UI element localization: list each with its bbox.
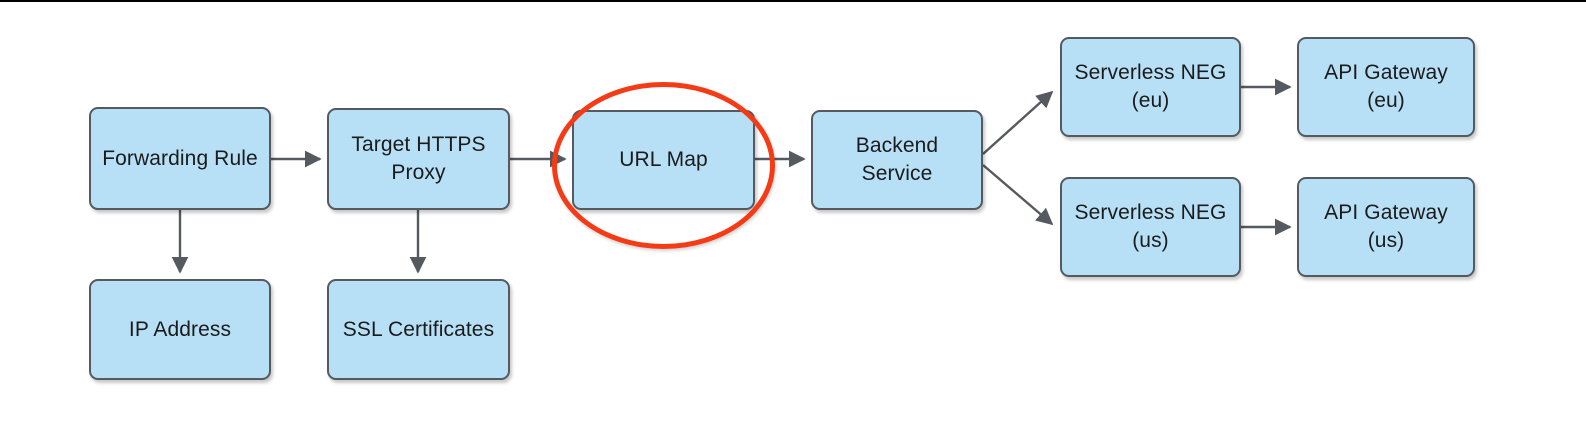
node-label-ssl-certificates: SSL Certificates [342,317,495,341]
node-label-api-gateway-us: API Gateway (us) [1324,201,1448,252]
node-serverless-neg-eu[interactable]: Serverless NEG (eu) [1060,37,1241,137]
node-ssl-certificates[interactable]: SSL Certificates [327,279,510,380]
node-label-url-map: URL Map [619,148,708,172]
bottom-border-bar [0,410,1586,423]
diagram-edges [171,78,1292,274]
node-label-ip-address: IP Address [128,317,232,341]
node-label-forwarding-rule: Forwarding Rule [102,146,258,170]
diagram-area: Forwarding Rule IP Address Target HTTPS … [0,2,1586,410]
node-serverless-neg-us[interactable]: Serverless NEG (us) [1060,177,1241,277]
node-url-map[interactable]: URL Map [572,110,755,210]
node-label-serverless-neg-eu: Serverless NEG (eu) [1074,61,1227,112]
edge-backend-service-to-serverless-neg-eu [982,90,1054,155]
node-forwarding-rule[interactable]: Forwarding Rule [89,107,271,210]
node-target-https-proxy[interactable]: Target HTTPS Proxy [327,108,510,210]
node-label-target-https-proxy: Target HTTPS Proxy [351,133,486,184]
node-label-backend-service: Backend Service [855,134,939,185]
node-api-gateway-eu[interactable]: API Gateway (eu) [1297,37,1475,137]
node-backend-service[interactable]: Backend Service [811,110,983,210]
node-ip-address[interactable]: IP Address [89,279,271,380]
node-label-serverless-neg-us: Serverless NEG (us) [1074,201,1227,252]
node-api-gateway-us[interactable]: API Gateway (us) [1297,177,1475,277]
edge-backend-service-to-serverless-neg-us [982,164,1054,226]
node-label-api-gateway-eu: API Gateway (eu) [1324,61,1448,112]
